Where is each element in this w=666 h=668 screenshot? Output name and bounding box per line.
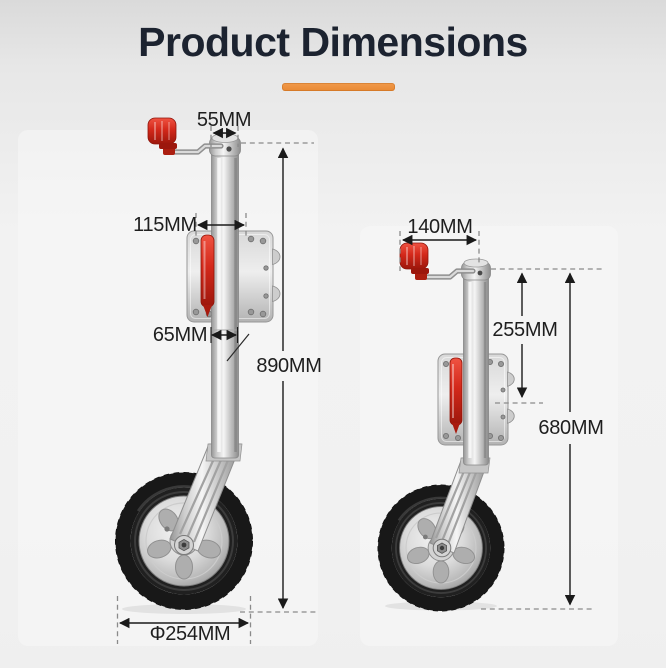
dim-label-tube-diameter: 65MM xyxy=(152,324,208,346)
dim-label-retracted-height: 680MM xyxy=(538,417,604,439)
bolt-holes xyxy=(442,358,506,441)
dim-label-handle-width: 140MM xyxy=(407,216,473,238)
clamp-lever xyxy=(200,234,215,317)
handle-pin xyxy=(226,146,232,152)
jockey-wheel-retracted-illustration xyxy=(380,243,515,611)
dimension-annotations xyxy=(116,126,603,644)
jockey-wheel-extended-illustration xyxy=(118,118,281,614)
dim-label-top-tube-width: 55MM xyxy=(196,109,252,131)
dim-label-upper-height: 255MM xyxy=(492,319,558,341)
dim-label-wheel-diameter: Φ254MM xyxy=(149,623,231,645)
dim-label-extended-height: 890MM xyxy=(256,355,322,377)
outer-tube xyxy=(461,258,491,466)
accent-underline xyxy=(282,83,395,91)
clamp-lever xyxy=(449,357,463,434)
handle-pin xyxy=(477,270,483,276)
page-title: Product Dimensions xyxy=(138,19,528,65)
dim-label-bracket-width: 115MM xyxy=(133,214,197,236)
